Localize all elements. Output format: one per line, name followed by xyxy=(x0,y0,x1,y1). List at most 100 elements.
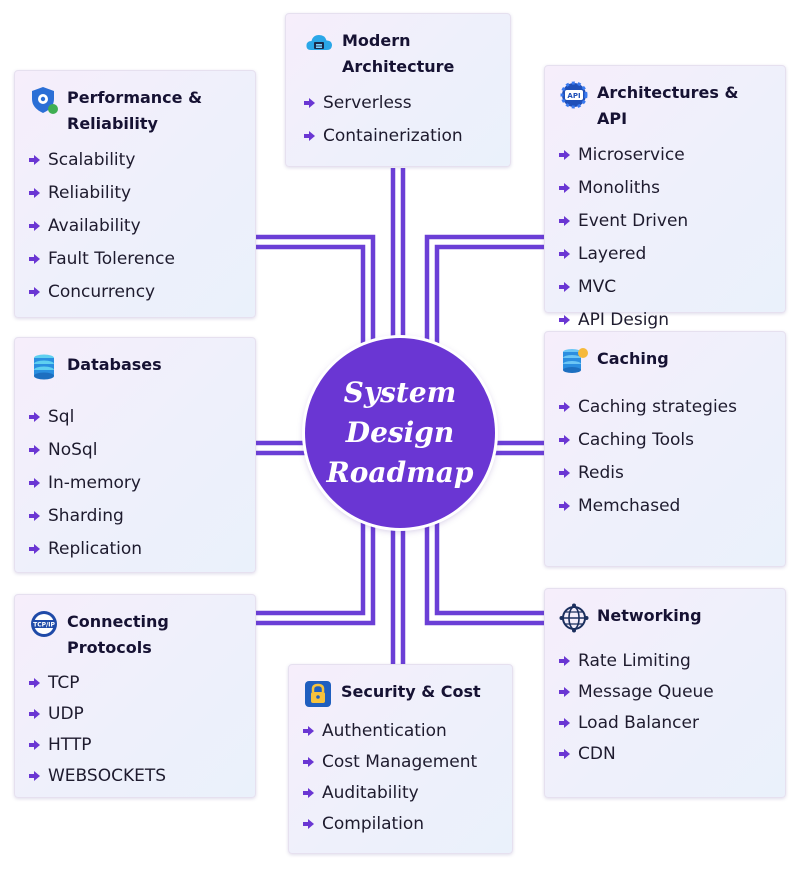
list-item: Auditability xyxy=(303,777,498,808)
list-item: Sharding xyxy=(29,499,241,532)
list-item: Sql xyxy=(29,400,241,433)
list-item: Load Balancer xyxy=(559,707,771,738)
card-header: Security & Cost xyxy=(303,679,498,709)
list-item: CDN xyxy=(559,738,771,769)
lock-icon xyxy=(303,679,333,709)
card-header: API Architectures & API xyxy=(559,80,771,132)
list-item: Event Driven xyxy=(559,204,771,237)
arrow-right-icon xyxy=(559,281,570,292)
arrow-right-icon xyxy=(29,510,40,521)
card-title: Caching xyxy=(597,349,669,368)
arrow-right-icon xyxy=(29,444,40,455)
list-item: NoSql xyxy=(29,433,241,466)
list-item: Replication xyxy=(29,532,241,565)
card-title: Modern Architecture xyxy=(342,31,455,76)
card-security-cost: Security & Cost Authentication Cost Mana… xyxy=(288,664,513,854)
arrow-right-icon xyxy=(29,477,40,488)
arrow-right-icon xyxy=(303,818,314,829)
item-list: TCP UDP HTTP WEBSOCKETS xyxy=(29,667,241,791)
arrow-right-icon xyxy=(559,717,570,728)
card-networking: Networking Rate Limiting Message Queue L… xyxy=(544,588,786,798)
arrow-right-icon xyxy=(559,686,570,697)
list-item: Scalability xyxy=(29,143,241,176)
item-list: Microservice Monoliths Event Driven Laye… xyxy=(559,138,771,336)
list-item: Concurrency xyxy=(29,275,241,308)
arrow-right-icon xyxy=(29,220,40,231)
list-item: Reliability xyxy=(29,176,241,209)
card-title: Architectures & API xyxy=(597,83,739,128)
svg-text:TCP/IP: TCP/IP xyxy=(33,622,55,629)
list-item: WEBSOCKETS xyxy=(29,760,241,791)
list-item: Microservice xyxy=(559,138,771,171)
arrow-right-icon xyxy=(559,314,570,325)
connector-right xyxy=(495,440,545,456)
arrow-right-icon xyxy=(29,411,40,422)
card-title: Performance & Reliability xyxy=(67,88,203,133)
arrow-right-icon xyxy=(559,248,570,259)
card-connecting-protocols: TCP/IP Connecting Protocols TCP UDP HTTP… xyxy=(14,594,256,798)
connector-upper-left xyxy=(255,234,376,350)
arrow-right-icon xyxy=(559,182,570,193)
arrow-right-icon xyxy=(559,149,570,160)
card-header: Databases xyxy=(29,352,241,382)
connector-lower-left xyxy=(255,512,376,626)
item-list: Sql NoSql In-memory Sharding Replication xyxy=(29,400,241,565)
arrow-right-icon xyxy=(29,154,40,165)
list-item: Compilation xyxy=(303,808,498,839)
arrow-right-icon xyxy=(303,756,314,767)
list-item: Rate Limiting xyxy=(559,645,771,676)
arrow-right-icon xyxy=(29,187,40,198)
arrow-right-icon xyxy=(29,543,40,554)
center-title-line2: Design xyxy=(345,416,455,449)
connector-upper-right xyxy=(424,234,545,350)
list-item: Caching strategies xyxy=(559,390,771,423)
card-modern-architecture: Modern Architecture Serverless Container… xyxy=(285,13,511,167)
arrow-right-icon xyxy=(304,97,315,108)
card-title: Connecting Protocols xyxy=(67,612,169,657)
arrow-right-icon xyxy=(29,253,40,264)
card-header: Networking xyxy=(559,603,771,633)
card-databases: Databases Sql NoSql In-memory Sharding R… xyxy=(14,337,256,573)
connector-left xyxy=(255,440,305,456)
item-list: Rate Limiting Message Queue Load Balance… xyxy=(559,645,771,769)
svg-text:API: API xyxy=(567,92,580,100)
arrow-right-icon xyxy=(29,677,40,688)
api-gear-icon: API xyxy=(559,80,589,110)
cloud-server-icon xyxy=(304,28,334,58)
list-item: Containerization xyxy=(304,119,496,152)
list-item: Cost Management xyxy=(303,746,498,777)
card-header: Modern Architecture xyxy=(304,28,496,80)
list-item: Message Queue xyxy=(559,676,771,707)
list-item: Monoliths xyxy=(559,171,771,204)
list-item: Redis xyxy=(559,456,771,489)
arrow-right-icon xyxy=(303,787,314,798)
item-list: Authentication Cost Management Auditabil… xyxy=(303,715,498,839)
list-item: Fault Tolerence xyxy=(29,242,241,275)
arrow-right-icon xyxy=(29,286,40,297)
list-item: Availability xyxy=(29,209,241,242)
tcp-ip-icon: TCP/IP xyxy=(29,609,59,639)
roadmap-center-circle: System Design Roadmap xyxy=(305,338,495,528)
card-title: Databases xyxy=(67,355,162,374)
connector-top xyxy=(390,168,406,338)
list-item: API Design xyxy=(559,303,771,336)
list-item: In-memory xyxy=(29,466,241,499)
arrow-right-icon xyxy=(559,401,570,412)
list-item: UDP xyxy=(29,698,241,729)
arrow-right-icon xyxy=(303,725,314,736)
center-title-line1: System xyxy=(343,376,457,409)
item-list: Caching strategies Caching Tools Redis M… xyxy=(559,390,771,522)
card-performance-reliability: Performance & Reliability Scalability Re… xyxy=(14,70,256,318)
card-architectures-api: API Architectures & API Microservice Mon… xyxy=(544,65,786,330)
arrow-right-icon xyxy=(29,708,40,719)
connector-bottom xyxy=(390,528,406,664)
globe-network-icon xyxy=(559,603,589,633)
arrow-right-icon xyxy=(559,500,570,511)
database-icon xyxy=(29,352,59,382)
card-title: Networking xyxy=(597,606,702,625)
arrow-right-icon xyxy=(29,739,40,750)
list-item: MVC xyxy=(559,270,771,303)
item-list: Serverless Containerization xyxy=(304,86,496,152)
arrow-right-icon xyxy=(559,655,570,666)
